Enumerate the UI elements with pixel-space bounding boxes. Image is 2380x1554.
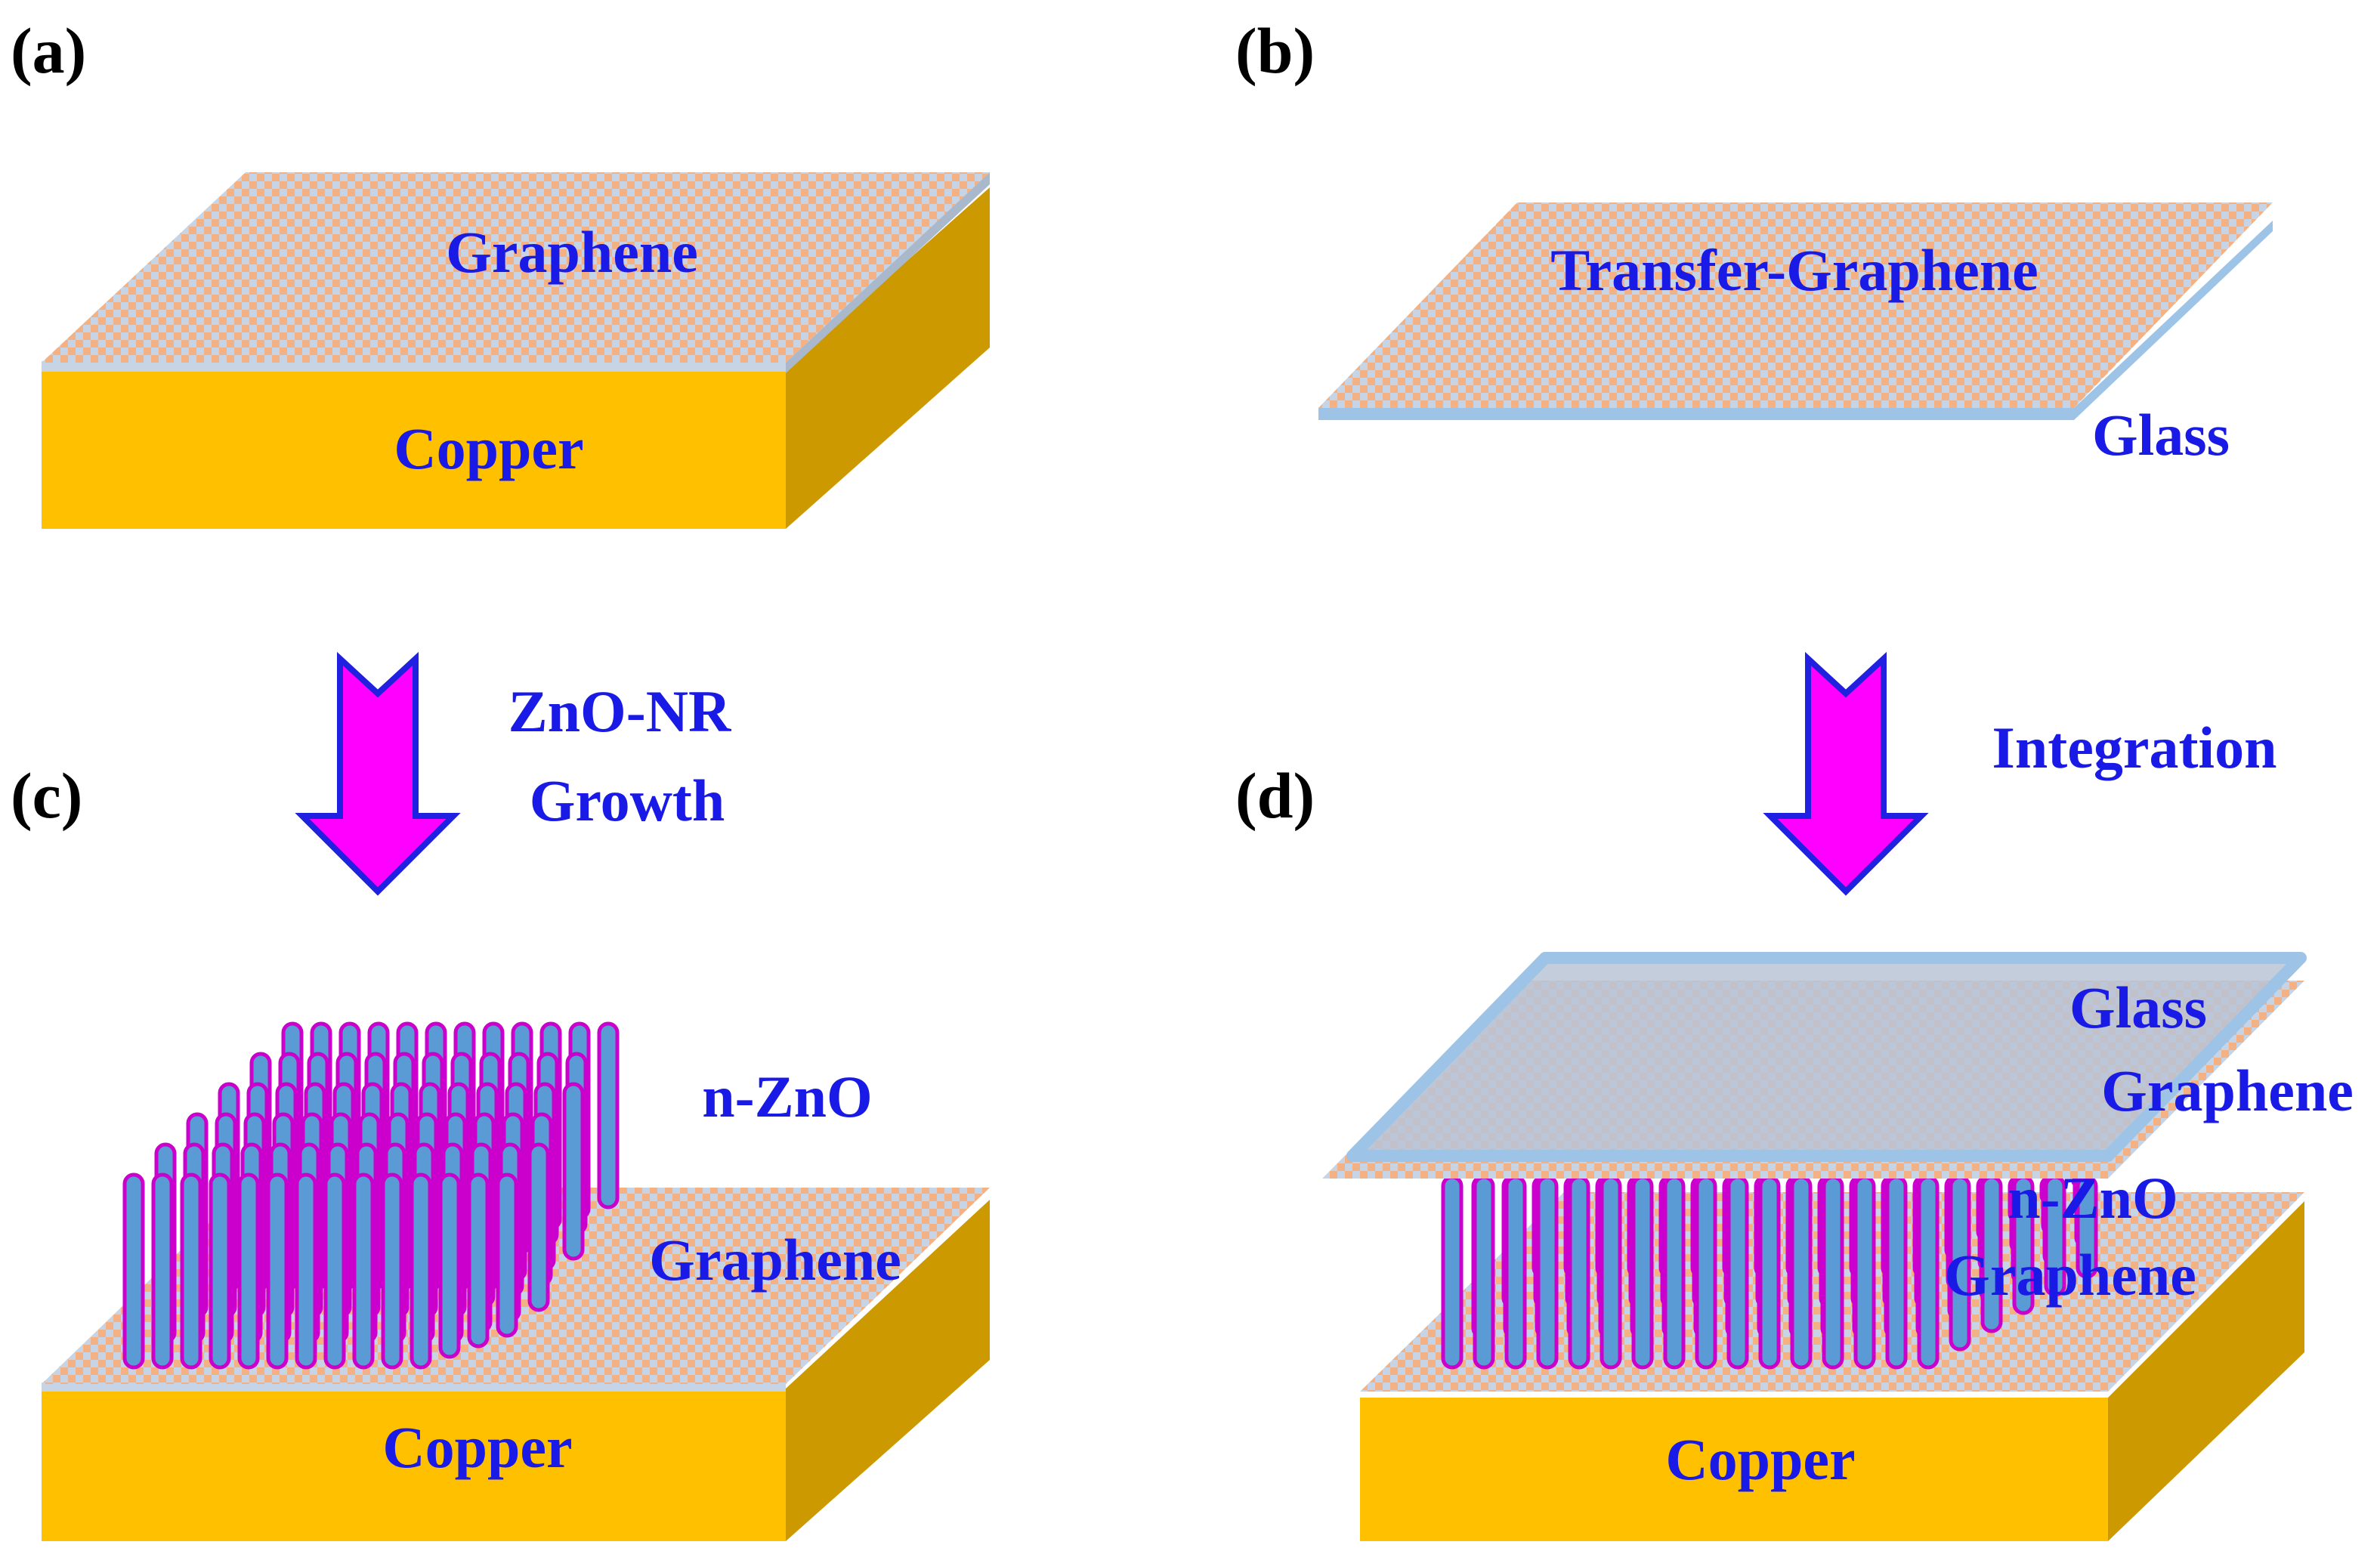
graphene-layer-edge (42, 361, 786, 372)
copper-label: Copper (382, 1414, 572, 1480)
transfer-graphene-layer (1318, 202, 2273, 408)
zno-nanorod (1726, 1175, 1749, 1370)
zno-nanorod (1441, 1175, 1464, 1370)
graphene-side-edge (786, 172, 990, 373)
n-zno-label: n-ZnO (702, 1064, 872, 1129)
growth-arrow (295, 651, 461, 896)
copper-label: Copper (1665, 1426, 1855, 1492)
zno-nanorod (1790, 1175, 1813, 1370)
panel-b: (b) Transfer-Graphene Glass (1235, 14, 2273, 468)
growth-arrow-group: ZnO-NR Growth (295, 651, 732, 896)
zno-nanorod (410, 1172, 432, 1370)
zno-nanorod (1695, 1175, 1717, 1370)
copper-block-side (2108, 1201, 2304, 1541)
zno-nanorod (151, 1172, 174, 1370)
zno-nanorod (467, 1172, 490, 1349)
zno-nanorod (266, 1172, 289, 1370)
zno-nanorod (237, 1172, 260, 1370)
zno-nanorod (1853, 1175, 1876, 1370)
copper-block-side (786, 1200, 990, 1541)
integration-arrow-group: Integration (1763, 651, 2277, 896)
panel-c: (c) n-ZnO Graphene Copper (11, 759, 990, 1541)
integration-label: Integration (1992, 715, 2277, 780)
zno-nanorod (496, 1172, 518, 1338)
growth-label-line2: Growth (530, 768, 725, 833)
zno-nanorod (438, 1172, 461, 1359)
panel-d-label: (d) (1235, 759, 1315, 832)
zno-nanorod (122, 1172, 145, 1370)
zno-nanorod (1917, 1175, 1940, 1370)
bottom-graphene-label: Graphene (1944, 1242, 2196, 1308)
n-zno-label: n-ZnO (2008, 1165, 2178, 1231)
zno-nanorod (295, 1172, 317, 1370)
zno-nanorod (1758, 1175, 1781, 1370)
zno-nanorod (209, 1172, 231, 1370)
zno-nanorod (527, 1142, 550, 1312)
integration-arrow (1763, 651, 1929, 896)
zno-nanorod (1631, 1175, 1654, 1370)
zno-nanorod (1568, 1175, 1590, 1370)
transfer-graphene-label: Transfer-Graphene (1550, 237, 2038, 303)
top-graphene-label: Graphene (2101, 1058, 2354, 1123)
copper-block-side (786, 187, 990, 529)
zno-nanorod (562, 1082, 585, 1261)
glass-plate (1346, 952, 2307, 1162)
panel-a: (a) Graphene Copper (11, 14, 990, 529)
zno-nanorod (1536, 1175, 1559, 1370)
zno-nanorod (1822, 1175, 1844, 1370)
copper-block-front (1360, 1398, 2108, 1541)
graphene-label: Graphene (446, 219, 698, 285)
copper-label: Copper (394, 416, 583, 481)
zno-nanorod (1885, 1175, 1908, 1370)
graphene-label: Graphene (649, 1227, 901, 1293)
zno-nanorod (180, 1172, 202, 1370)
glass-label: Glass (2092, 402, 2230, 468)
panel-a-label: (a) (11, 14, 86, 87)
zno-nanorod (1504, 1175, 1527, 1370)
growth-label-line1: ZnO-NR (508, 678, 732, 744)
nanorod-array (122, 1021, 620, 1370)
zno-nanorod (381, 1172, 403, 1370)
nanorod-array (1441, 1175, 2098, 1370)
panel-b-label: (b) (1235, 14, 1315, 87)
graphene-layer-edge (42, 1383, 786, 1392)
copper-block-front (42, 369, 786, 529)
graphene-layer (42, 172, 990, 363)
zno-nanorod (352, 1172, 375, 1370)
panel-c-label: (c) (11, 759, 82, 832)
zno-nanorod (597, 1021, 620, 1210)
copper-block-front (42, 1389, 786, 1541)
panel-d: (d) Glass Graphene n-ZnO Graphene Copper (1235, 759, 2354, 1541)
zno-nanorod (1663, 1175, 1686, 1370)
zno-nanorod (323, 1172, 346, 1370)
zno-nanorod (1473, 1175, 1495, 1370)
glass-label: Glass (2069, 975, 2207, 1040)
zno-nanorod (1600, 1175, 1622, 1370)
